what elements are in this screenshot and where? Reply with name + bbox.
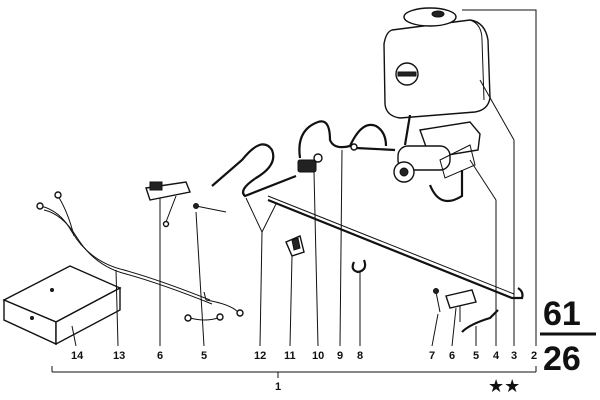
group-number: 61 26 (540, 295, 596, 378)
leader-lines (51, 9, 537, 378)
clip-11[interactable] (285, 235, 305, 257)
callout-5-right: 5 (473, 350, 479, 362)
callout-13: 13 (113, 350, 125, 362)
callout-9: 9 (337, 350, 343, 362)
callout-10: 10 (312, 350, 324, 362)
callout-14: 14 (71, 350, 84, 362)
callout-2: 2 (531, 350, 537, 362)
screw-5-left[interactable] (193, 203, 227, 213)
callout-1: 1 (275, 381, 281, 393)
callout-3: 3 (511, 350, 517, 362)
screw-7[interactable] (433, 288, 441, 313)
washer-reservoir[interactable] (383, 7, 491, 119)
stars-mark: ★★ (488, 376, 520, 397)
callout-6-right: 6 (449, 350, 455, 362)
hose-9[interactable] (298, 120, 396, 159)
callout-4: 4 (493, 350, 500, 362)
callout-7: 7 (429, 350, 435, 362)
wiring-harness-13[interactable] (36, 191, 244, 322)
hose-12[interactable] (211, 143, 524, 300)
callout-6-left: 6 (157, 350, 163, 362)
cover-plate-14[interactable] (2, 265, 122, 346)
washer-pump[interactable] (393, 114, 481, 203)
callout-11: 11 (284, 350, 296, 362)
callout-numbers: 14 13 6 5 12 11 10 9 8 7 6 5 4 3 2 1 (71, 350, 537, 393)
connector-10[interactable] (297, 153, 323, 173)
callout-12: 12 (254, 350, 266, 362)
callout-8: 8 (357, 350, 363, 362)
group-number-bottom: 26 (543, 340, 581, 378)
group-number-top: 61 (543, 295, 581, 333)
bracket-6-right[interactable] (445, 289, 499, 333)
hose-piece-8[interactable] (351, 259, 367, 274)
bracket-6-left[interactable] (145, 181, 191, 228)
callout-5-left: 5 (201, 350, 207, 362)
